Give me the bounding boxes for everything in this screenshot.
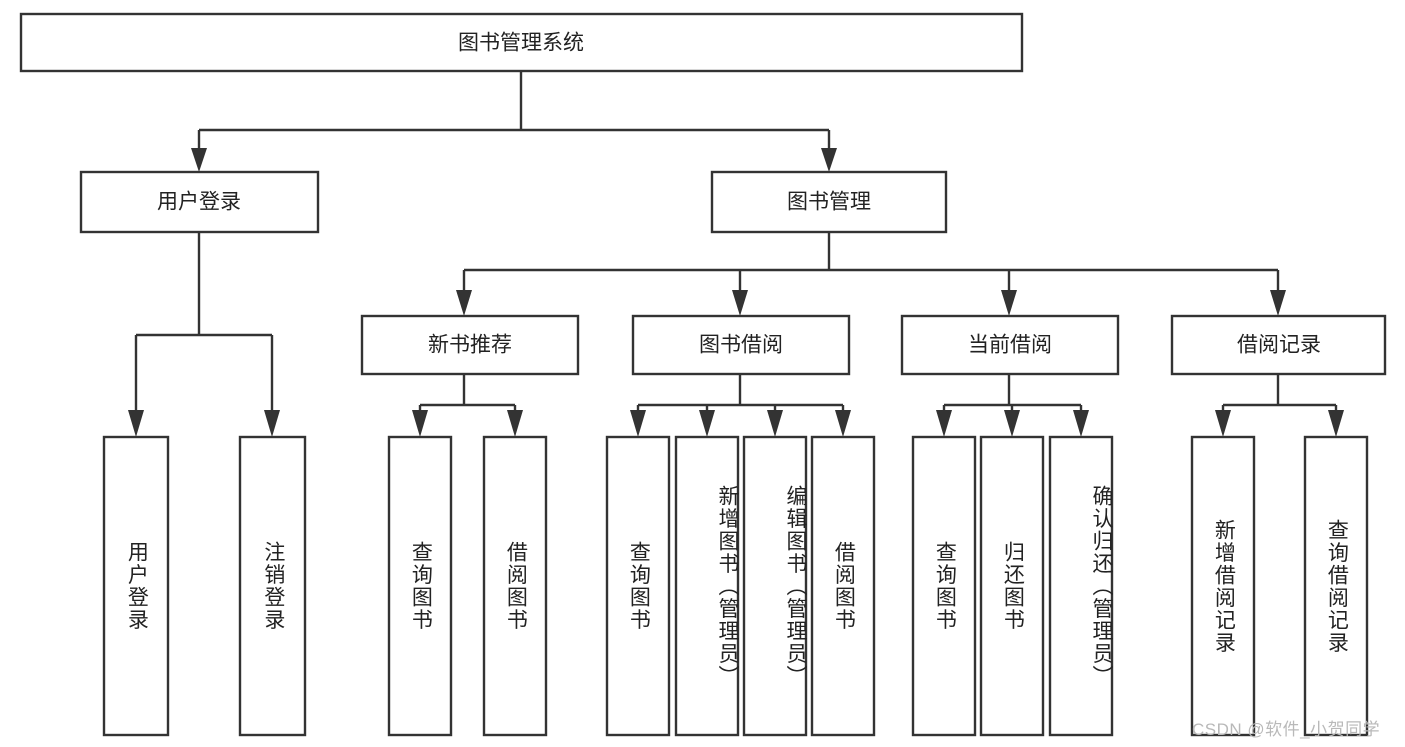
- arrow-head-leaf-logout: [264, 410, 280, 437]
- arrow-head-current-borrow: [1001, 290, 1017, 316]
- arrow-head-book-borrow: [732, 290, 748, 316]
- arrow-head-cb-leaf-3: [1073, 410, 1089, 437]
- node-leaf-query-borrow-record[interactable]: [1303, 435, 1369, 737]
- arrow-head-leaf-user-login: [128, 410, 144, 437]
- node-layer: 图书管理系统 用户登录 图书管理 新书推荐 图书借阅 当前借阅 借阅记录: [19, 12, 1387, 737]
- node-leaf-query-book-bb[interactable]: [605, 435, 671, 737]
- node-new-book-recommendation[interactable]: [360, 314, 580, 376]
- node-root-label: 图书管理系统: [458, 32, 584, 55]
- node-leaf-query-book-nbr[interactable]: [387, 435, 453, 737]
- node-book-borrowing[interactable]: [631, 314, 851, 376]
- node-borrowing-record-label: 借阅记录: [1237, 334, 1321, 357]
- node-leaf-add-borrow-record[interactable]: [1190, 435, 1256, 737]
- arrow-head-book-manage: [821, 148, 837, 172]
- node-leaf-add-book-admin[interactable]: [674, 435, 740, 737]
- arrow-head-cb-leaf-1: [936, 410, 952, 437]
- node-leaf-logout[interactable]: [238, 435, 307, 737]
- node-book-borrowing-label: 图书借阅: [699, 334, 783, 357]
- node-new-book-recommendation-label: 新书推荐: [428, 334, 512, 357]
- node-leaf-confirm-return-admin[interactable]: [1048, 435, 1114, 737]
- node-leaf-edit-book-admin[interactable]: [742, 435, 808, 737]
- node-book-management-label: 图书管理: [787, 191, 871, 214]
- node-user-login[interactable]: [79, 170, 320, 234]
- arrow-head-new-book-rec: [456, 290, 472, 316]
- node-book-management[interactable]: [710, 170, 948, 234]
- node-current-borrowing-label: 当前借阅: [968, 334, 1052, 357]
- arrow-head-bb-leaf-3: [767, 410, 783, 437]
- arrow-head-br-leaf-1: [1215, 410, 1231, 437]
- arrow-head-nbr-leaf-2: [507, 410, 523, 437]
- node-leaf-query-book-cb[interactable]: [911, 435, 977, 737]
- arrow-head-borrow-record: [1270, 290, 1286, 316]
- node-current-borrowing[interactable]: [900, 314, 1120, 376]
- node-user-login-label: 用户登录: [157, 191, 241, 214]
- csdn-watermark: CSDN @软件_小贺同学: [1192, 720, 1381, 739]
- arrow-head-cb-leaf-2: [1004, 410, 1020, 437]
- arrow-head-bb-leaf-1: [630, 410, 646, 437]
- node-borrowing-record[interactable]: [1170, 314, 1387, 376]
- node-leaf-borrow-book-nbr[interactable]: [482, 435, 548, 737]
- node-leaf-return-book[interactable]: [979, 435, 1045, 737]
- node-root-book-management-system[interactable]: [19, 12, 1024, 73]
- arrow-head-user-login: [191, 148, 207, 172]
- node-leaf-user-login[interactable]: [102, 435, 170, 737]
- arrow-head-nbr-leaf-1: [412, 410, 428, 437]
- arrow-head-br-leaf-2: [1328, 410, 1344, 437]
- arrow-head-bb-leaf-2: [699, 410, 715, 437]
- node-leaf-borrow-book-bb[interactable]: [810, 435, 876, 737]
- connector-layer: [128, 71, 1344, 437]
- arrow-head-bb-leaf-4: [835, 410, 851, 437]
